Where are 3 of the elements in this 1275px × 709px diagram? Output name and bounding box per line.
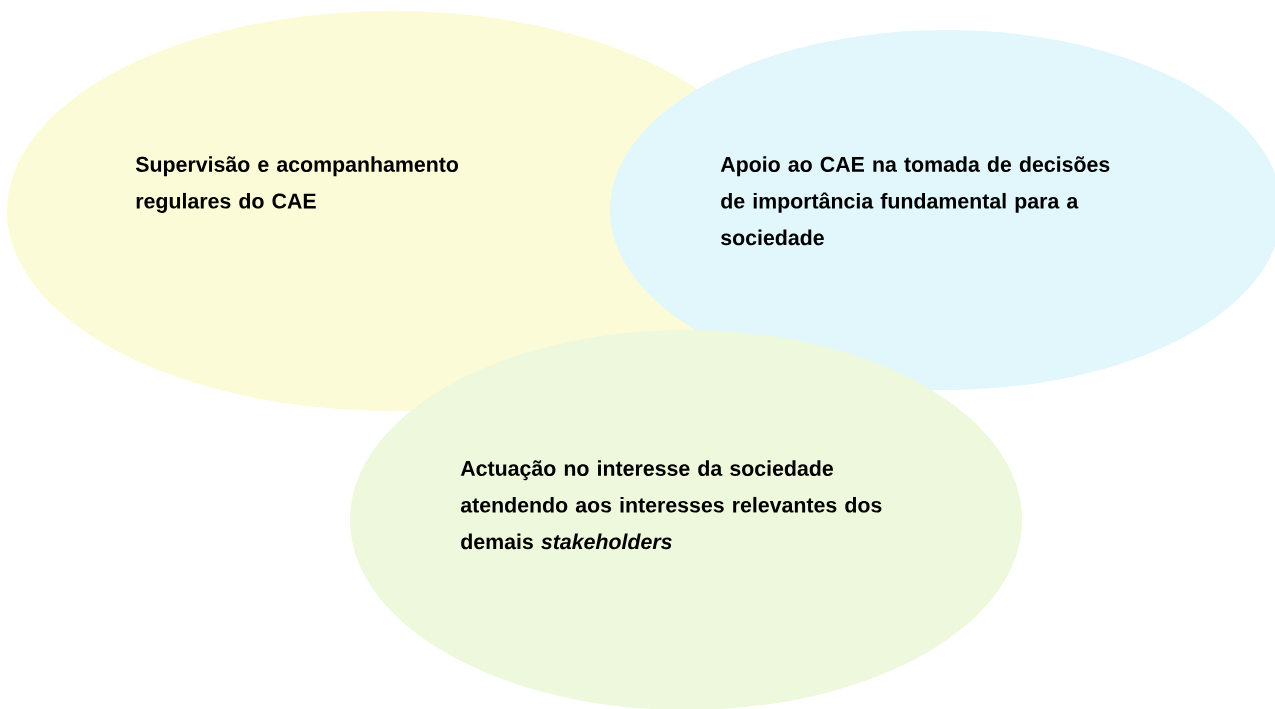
- node-label: Apoio ao CAE na tomada de decisões de importância fundamental para a sociedade: [720, 156, 1110, 246]
- node-label: Actuação no interesse da sociedade atendendo aos interesses relevantes dos demais stakeholders: [460, 460, 882, 550]
- node-label: Supervisão e acompanhamento regulares do CAE: [135, 156, 459, 213]
